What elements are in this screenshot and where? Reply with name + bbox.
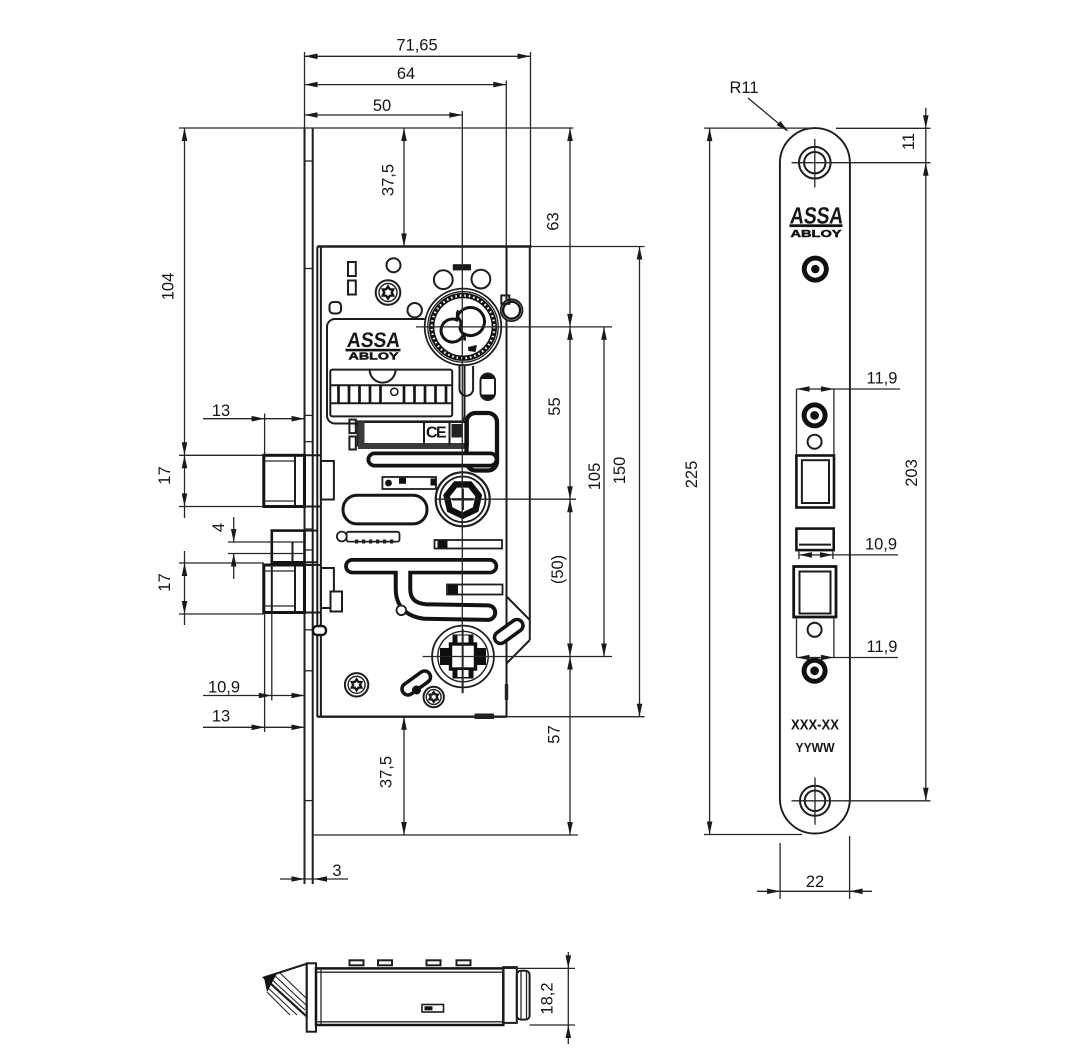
svg-text:225: 225	[683, 461, 701, 489]
svg-text:104: 104	[160, 273, 178, 301]
svg-text:17: 17	[156, 466, 174, 484]
svg-text:11: 11	[900, 133, 918, 150]
svg-text:50: 50	[373, 97, 391, 115]
svg-text:18,2: 18,2	[539, 982, 557, 1014]
svg-text:22: 22	[806, 873, 824, 891]
svg-text:150: 150	[611, 457, 629, 485]
svg-text:ASSA: ASSA	[789, 203, 845, 229]
svg-text:CE: CE	[426, 425, 447, 442]
svg-text:71,65: 71,65	[396, 37, 437, 55]
svg-text:203: 203	[903, 459, 921, 487]
svg-text:10,9: 10,9	[208, 679, 240, 697]
svg-text:(50): (50)	[549, 555, 567, 584]
svg-text:ABLOY: ABLOY	[349, 351, 399, 363]
svg-text:105: 105	[586, 463, 604, 491]
svg-text:11,9: 11,9	[867, 638, 898, 656]
svg-text:37,5: 37,5	[380, 164, 398, 196]
svg-text:57: 57	[546, 725, 564, 743]
svg-text:63: 63	[545, 212, 563, 230]
svg-text:17: 17	[156, 573, 174, 591]
svg-text:13: 13	[212, 708, 230, 726]
svg-text:3: 3	[332, 862, 341, 880]
svg-text:37,5: 37,5	[378, 756, 396, 788]
svg-text:55: 55	[546, 397, 564, 415]
svg-text:64: 64	[397, 65, 415, 83]
svg-text:R11: R11	[729, 79, 758, 97]
svg-text:XXX-XX: XXX-XX	[791, 717, 839, 734]
svg-text:YYWW: YYWW	[796, 741, 835, 755]
svg-text:10,9: 10,9	[865, 536, 897, 554]
svg-text:13: 13	[212, 402, 230, 420]
svg-text:ASSA: ASSA	[346, 329, 401, 352]
svg-text:4: 4	[210, 523, 228, 532]
svg-text:ABLOY: ABLOY	[791, 228, 842, 240]
svg-text:11,9: 11,9	[867, 370, 898, 388]
